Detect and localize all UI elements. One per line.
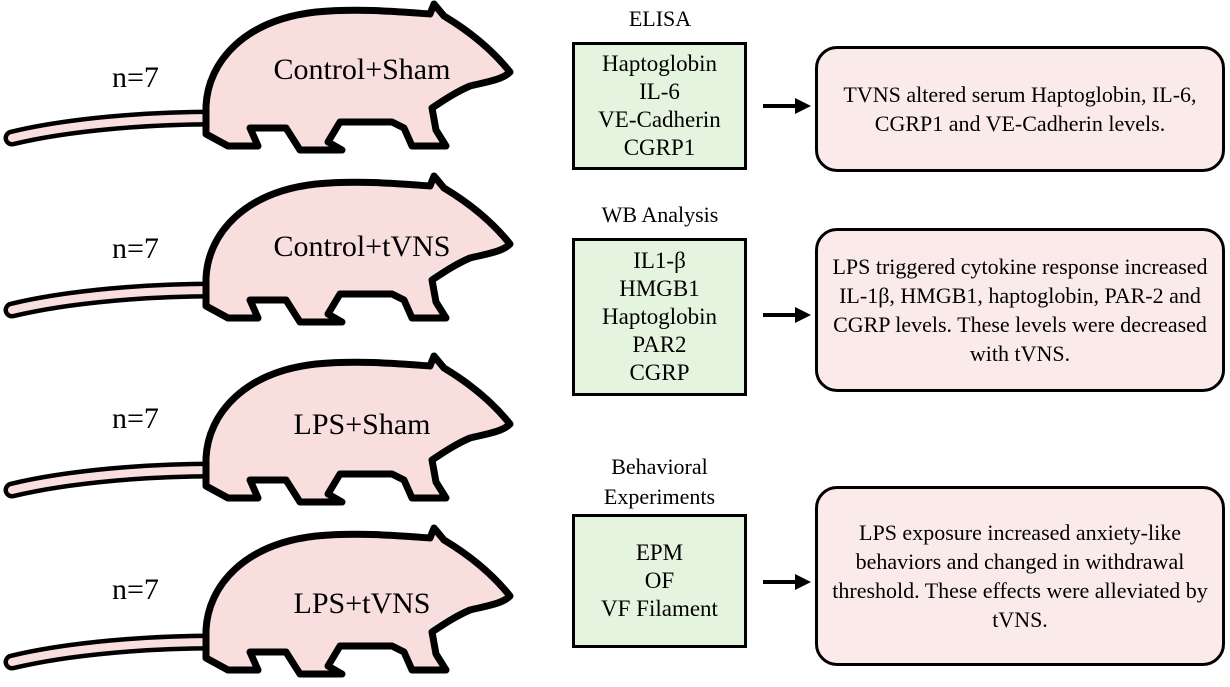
group-label: Control+tVNS [273,230,451,263]
method-item: IL1-β [633,248,686,273]
sample-size-label: n=7 [112,61,159,94]
group-label: LPS+Sham [293,408,431,441]
result-box-wb-analysis: LPS triggered cytokine response increase… [815,228,1225,392]
section-title-elisa: ELISA [628,6,692,31]
result-box-elisa: TVNS altered serum Haptoglobin, IL-6, CG… [815,46,1225,172]
method-box-behavioral-experiments: EPM OF VF Filament [572,514,747,648]
result-box-behavioral-experiments: LPS exposure increased anxiety-like beha… [815,486,1225,666]
rat-group-lps-sham: n=7 LPS+Sham [0,352,520,512]
method-item: VF Filament [601,596,718,621]
method-item: IL-6 [639,79,680,104]
rat-group-lps-tvns: n=7 LPS+tVNS [0,524,520,684]
method-item: Haptoglobin [602,51,717,76]
section-title-behavioral-experiments: Behavioral Experiments [603,454,716,509]
method-box-wb-analysis: IL1-β HMGB1 Haptoglobin PAR2 CGRP [572,238,747,396]
arrow-right-icon [763,98,811,114]
arrow-right-icon [763,307,811,323]
rat-icon [3,0,514,154]
rat-group-control-sham: n=7 Control+Sham [0,0,520,160]
result-text: LPS exposure increased anxiety-like beha… [832,520,1208,632]
group-label: Control+Sham [273,53,451,86]
method-item: PAR2 [632,332,687,357]
group-label: LPS+tVNS [293,587,431,620]
rat-group-control-tvns: n=7 Control+tVNS [0,172,520,332]
sample-size-label: n=7 [112,232,159,265]
method-item: HMGB1 [619,276,700,301]
rat-icon [3,172,514,326]
method-item: OF [644,568,675,593]
method-item: VE-Cadherin [598,107,721,132]
method-item: EPM [635,540,684,565]
result-text: LPS triggered cytokine response increase… [832,254,1208,366]
sample-size-label: n=7 [112,402,159,435]
result-text: TVNS altered serum Haptoglobin, IL-6, CG… [843,82,1197,136]
section-title-wb-analysis: WB Analysis [601,202,719,227]
method-item: CGRP [629,360,690,385]
rat-icon [3,352,514,506]
rat-icon [3,524,514,678]
method-item: CGRP1 [623,135,696,160]
method-item: Haptoglobin [602,304,717,329]
sample-size-label: n=7 [112,573,159,606]
method-box-elisa: Haptoglobin IL-6 VE-Cadherin CGRP1 [572,42,747,170]
arrow-right-icon [763,574,811,590]
